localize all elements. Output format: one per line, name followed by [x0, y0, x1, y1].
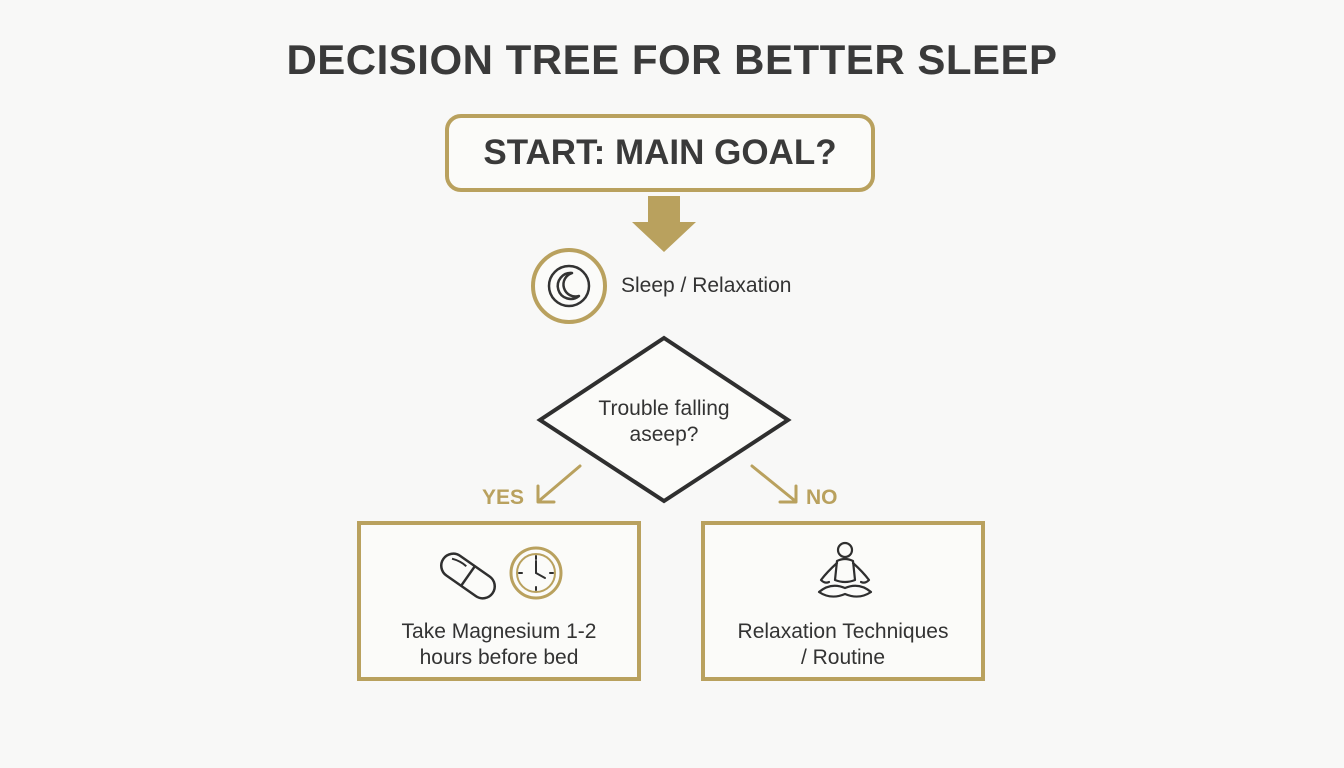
- goal-node: [531, 248, 607, 324]
- yes-label: YES: [482, 486, 525, 509]
- outcome-yes-line-1: Take Magnesium 1-2: [401, 620, 597, 643]
- outcome-no-line-1: Relaxation Techniques: [737, 620, 949, 643]
- moon-icon: [547, 264, 591, 308]
- outcome-yes-box: Take Magnesium 1-2 hours before bed: [357, 521, 641, 681]
- question-line-2: aseep?: [629, 423, 699, 446]
- no-label: NO: [806, 486, 838, 509]
- pill-icon: [440, 552, 496, 600]
- outcome-no-box: Relaxation Techniques / Routine: [701, 521, 985, 681]
- meditation-icon: [817, 541, 873, 598]
- start-node-label: START: MAIN GOAL?: [483, 133, 837, 172]
- clock-icon: [509, 546, 563, 600]
- start-node: START: MAIN GOAL?: [445, 114, 875, 192]
- decision-question: Trouble falling aseep?: [574, 396, 754, 448]
- outcome-yes-line-2: hours before bed: [419, 646, 579, 669]
- goal-label: Sleep / Relaxation: [621, 274, 792, 297]
- question-line-1: Trouble falling: [598, 397, 730, 420]
- outcome-no-line-2: / Routine: [800, 646, 886, 669]
- diagram-title: DECISION TREE FOR BETTER SLEEP: [286, 36, 1058, 83]
- outcome-yes-text: Take Magnesium 1-2 hours before bed: [361, 619, 637, 671]
- outcome-no-text: Relaxation Techniques / Routine: [705, 619, 981, 671]
